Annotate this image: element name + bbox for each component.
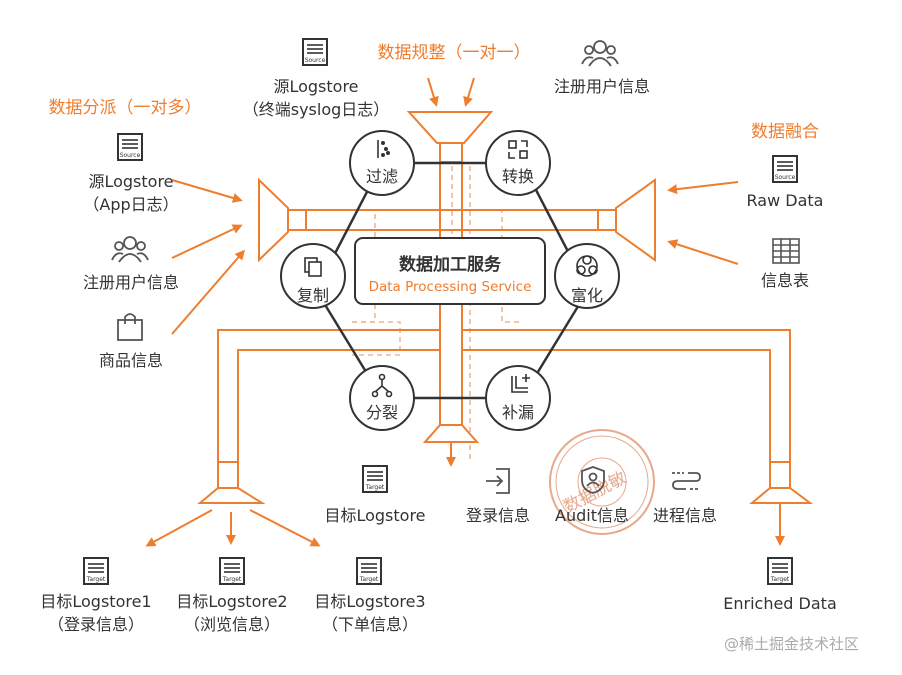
target3-label-1: 目标Logstore3: [314, 592, 426, 611]
source-doc-icon: Source: [117, 133, 143, 161]
node-circles: [280, 130, 620, 431]
title-fusion: 数据融合: [751, 122, 819, 142]
watermark: @稀土掘金技术社区: [724, 635, 860, 653]
svg-text:Target: Target: [770, 576, 790, 583]
left-goods-label: 商品信息: [98, 351, 164, 370]
svg-text:Target: Target: [222, 576, 242, 583]
desensitize-stamp: [549, 429, 655, 535]
svg-text:Target: Target: [365, 484, 385, 491]
source-doc-icon: Source: [302, 38, 328, 66]
node-fill-label: 补漏: [501, 403, 535, 422]
target1-label-1: 目标Logstore1: [40, 592, 152, 611]
lower-pipes: [217, 329, 791, 488]
table-icon: [772, 238, 800, 264]
svg-text:Source: Source: [775, 174, 796, 181]
top-source-label-2: （终端syslog日志）: [242, 100, 390, 119]
node-copy-label: 复制: [296, 286, 330, 305]
target2-label-2: （浏览信息）: [183, 615, 281, 634]
target-doc-icon: Target: [767, 557, 793, 585]
enriched-label: Enriched Data: [723, 594, 837, 613]
source-doc-icon: Source: [772, 155, 798, 183]
node-enrich-label: 富化: [570, 286, 604, 305]
node-convert-label: 转换: [501, 167, 535, 186]
right-pipe: [450, 178, 656, 262]
title-dispatch: 数据分派（一对多）: [48, 98, 202, 118]
target2-label-1: 目标Logstore2: [176, 592, 288, 611]
login-info-label: 登录信息: [465, 506, 531, 525]
svg-text:Source: Source: [305, 57, 326, 64]
node-icons: [304, 140, 598, 398]
top-source-label-1: 源Logstore: [273, 77, 359, 96]
left-source-label-1: 源Logstore: [88, 172, 174, 191]
left-pipe: [258, 177, 450, 263]
top-user-label: 注册用户信息: [553, 77, 651, 96]
process-info-label: 进程信息: [652, 506, 718, 525]
login-icon: [486, 468, 510, 494]
center-target-label: 目标Logstore: [324, 506, 426, 525]
node-filter-label: 过滤: [365, 167, 399, 186]
shopping-bag-icon: [117, 313, 143, 341]
left-user-label: 注册用户信息: [82, 273, 180, 292]
split-icon: [371, 373, 393, 398]
svg-text:Source: Source: [120, 152, 141, 159]
copy-icon: [304, 257, 322, 277]
center-title: 数据加工服务: [399, 255, 501, 275]
vertical-pipe: [406, 111, 494, 443]
process-icon: [672, 472, 701, 490]
target-doc-icon: Target: [219, 557, 245, 585]
flow-arrows: [145, 77, 785, 547]
center-subtitle: Data Processing Service: [368, 279, 532, 295]
right-raw-label: Raw Data: [746, 191, 824, 210]
center-box: [354, 237, 546, 305]
audit-info-label: Audit信息: [555, 506, 629, 525]
pipe-outlets: [197, 461, 813, 504]
filter-icon: [377, 140, 390, 158]
target1-label-2: （登录信息）: [47, 615, 145, 634]
users-icon: [581, 40, 619, 67]
target-doc-icon: Target: [83, 557, 109, 585]
svg-text:Target: Target: [359, 576, 379, 583]
svg-text:Target: Target: [86, 576, 106, 583]
right-table-label: 信息表: [760, 271, 810, 290]
title-regulate: 数据规整（一对一）: [377, 43, 531, 63]
node-split-label: 分裂: [365, 403, 399, 422]
shield-user-icon: [581, 466, 605, 494]
users-icon: [111, 236, 149, 263]
convert-icon: [508, 140, 528, 159]
left-source-label-2: （App日志）: [83, 195, 179, 214]
fill-icon: [511, 374, 530, 393]
target-doc-icon: Target: [362, 465, 388, 493]
enrich-icon: [576, 255, 598, 277]
target3-label-2: （下单信息）: [321, 615, 419, 634]
target-doc-icon: Target: [356, 557, 382, 585]
